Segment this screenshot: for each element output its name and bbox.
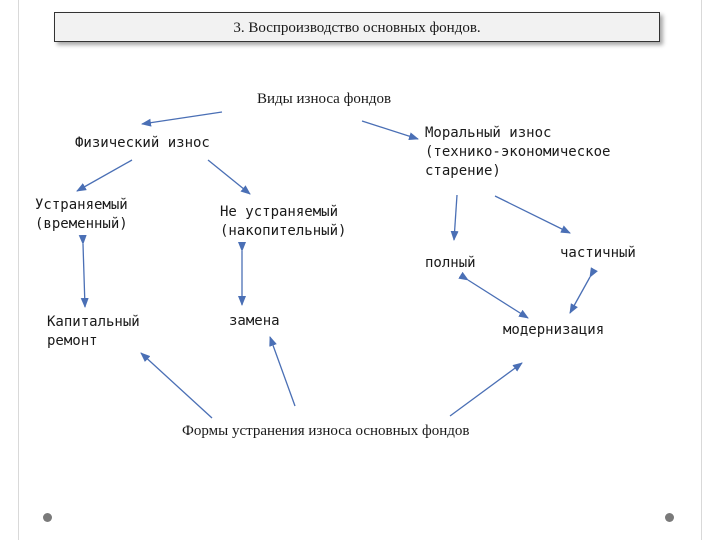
- arrow-moral-to-full: [450, 194, 459, 241]
- arrow-physical-to-removable: [76, 159, 133, 192]
- arrow-types-to-moral: [361, 120, 419, 141]
- arrow-full-modernization: [458, 271, 529, 319]
- arrow-forms-to-capital: [140, 352, 213, 419]
- arrow-moral-to-partial: [494, 195, 571, 234]
- node-removable-line-2: (временный): [35, 216, 128, 232]
- node-partial: частичный: [560, 245, 636, 261]
- node-forms-of-elimination: Формы устранения износа основных фондов: [182, 423, 470, 439]
- arrow-forms-to-replacement: [269, 336, 296, 407]
- slide-corner-dot-left: [43, 513, 52, 522]
- node-removable-line-1: Устраняемый: [35, 197, 128, 213]
- slide-title: 3. Воспроизводство основных фондов.: [54, 12, 660, 42]
- arrow-physical-to-nonremovable: [207, 159, 251, 195]
- node-nonremovable: Не устраняемый (накопительный): [220, 203, 346, 241]
- node-nonremovable-line-2: (накопительный): [220, 223, 347, 239]
- arrow-types-to-physical: [141, 111, 223, 127]
- node-replacement: замена: [229, 313, 280, 329]
- node-removable: Устраняемый (временный): [35, 196, 128, 234]
- node-moral-line-1: Моральный износ: [425, 125, 552, 141]
- node-capital-repair: Капитальный ремонт: [47, 313, 140, 351]
- arrow-forms-to-modernization: [449, 362, 523, 417]
- node-capital-line-1: Капитальный: [47, 314, 140, 330]
- node-full: полный: [425, 255, 476, 271]
- node-physical-wear: Физический износ: [75, 135, 210, 151]
- node-nonremovable-line-1: Не устраняемый: [220, 204, 339, 220]
- node-capital-line-2: ремонт: [47, 333, 98, 349]
- arrow-removable-capital: [78, 234, 89, 308]
- node-moral-line-2: (технико-экономическое: [425, 144, 611, 160]
- slide-corner-dot-right: [665, 513, 674, 522]
- slide-frame: [18, 0, 702, 540]
- arrow-partial-modernization: [569, 267, 598, 314]
- node-modernization: модернизация: [503, 322, 605, 338]
- node-types-of-wear: Виды износа фондов: [257, 91, 392, 107]
- node-moral-line-3: старение): [425, 163, 501, 179]
- node-moral-wear: Моральный износ (технико-экономическое с…: [425, 124, 610, 181]
